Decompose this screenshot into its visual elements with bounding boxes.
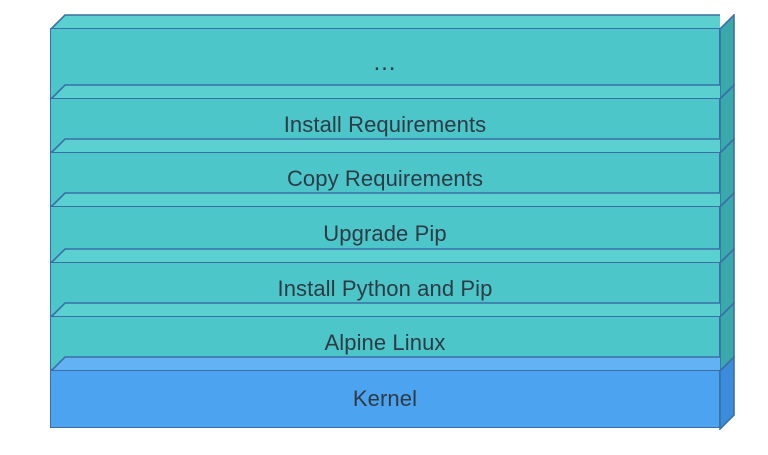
layer-label: Install Python and Pip xyxy=(277,276,493,301)
layer-label: Upgrade Pip xyxy=(323,221,447,246)
layer-label: Copy Requirements xyxy=(286,166,484,191)
layer-label: Kernel xyxy=(352,386,418,411)
layer-front-face: Kernel xyxy=(50,370,720,428)
layer-label: Install Requirements xyxy=(283,112,487,137)
layer-label: Alpine Linux xyxy=(324,330,446,355)
layer-label: … xyxy=(372,49,398,76)
layer-side-face xyxy=(719,356,735,430)
